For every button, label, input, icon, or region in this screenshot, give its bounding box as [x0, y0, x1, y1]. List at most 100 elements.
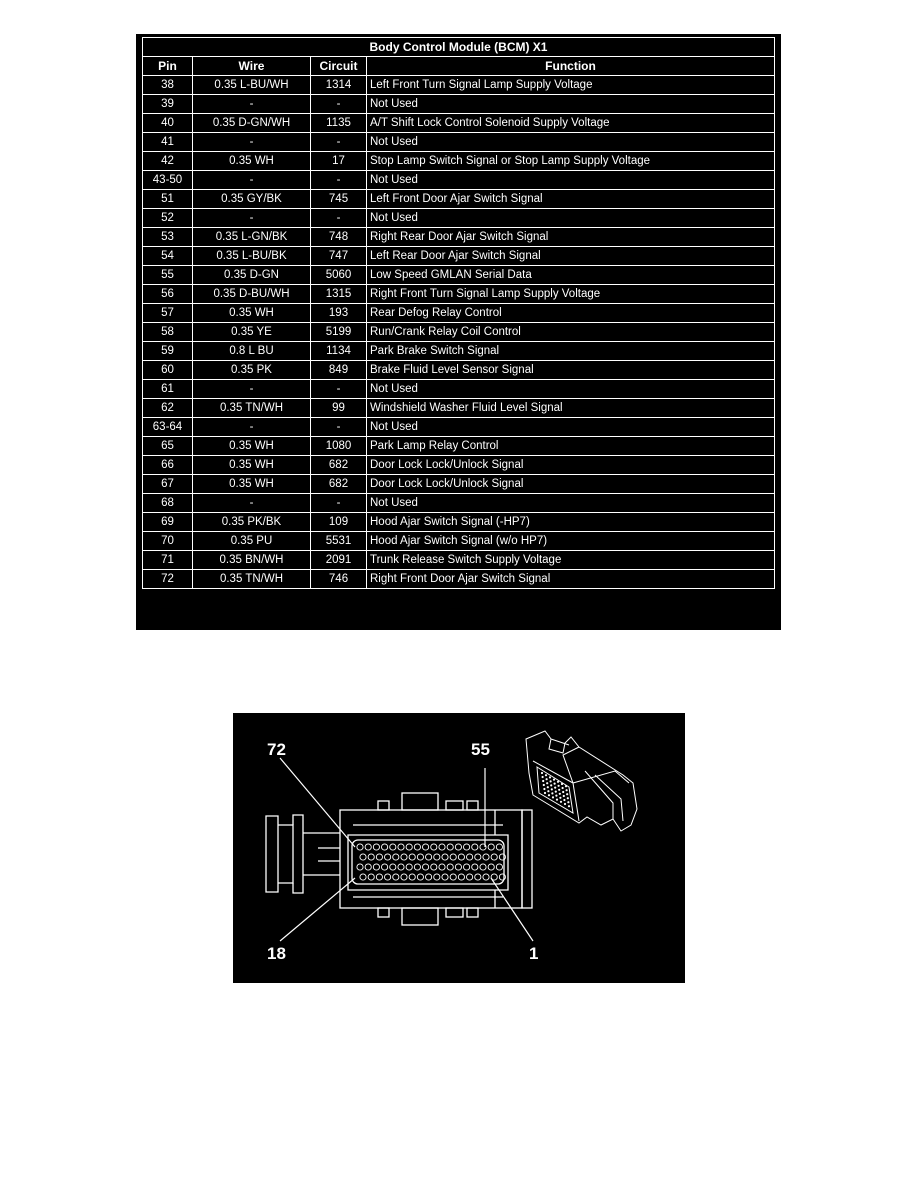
- inset-pin: [542, 783, 545, 787]
- cell-wire: 0.35 D-BU/WH: [192, 284, 311, 304]
- inset-pin: [557, 784, 560, 787]
- cell-function: Not Used: [366, 493, 775, 513]
- pin-cavity: [392, 873, 400, 881]
- pin-cavity: [433, 853, 441, 861]
- cell-wire: 0.35 L-BU/BK: [192, 246, 311, 266]
- pin-cavity: [438, 843, 446, 851]
- cell-pin: 43-50: [142, 170, 193, 190]
- pin-cavity: [405, 863, 413, 871]
- inset-pin: [552, 778, 556, 781]
- callout-pin-72: 72: [267, 740, 286, 759]
- pin-cavity: [381, 843, 389, 851]
- inset-pin: [554, 786, 557, 789]
- header-pin: Pin: [142, 56, 193, 76]
- cell-function: Brake Fluid Level Sensor Signal: [366, 360, 775, 380]
- pin-cavity: [413, 843, 421, 851]
- pin-cavity: [441, 853, 449, 861]
- table-row: 41--Not Used: [142, 132, 775, 152]
- cell-wire: 0.35 GY/BK: [192, 189, 311, 209]
- cell-circuit: -: [310, 132, 367, 152]
- pin-cavity: [389, 863, 397, 871]
- connector-pin-cavities: [356, 843, 506, 881]
- cell-function: Right Front Turn Signal Lamp Supply Volt…: [366, 284, 775, 304]
- cell-circuit: 2091: [310, 550, 367, 570]
- callout-pin-1: 1: [529, 944, 538, 963]
- cell-wire: 0.35 WH: [192, 303, 311, 323]
- inset-pin: [567, 801, 570, 804]
- header-function: Function: [366, 56, 775, 76]
- connector-end-view-diagram: 72 55 18 1: [233, 713, 685, 983]
- pin-cavity: [392, 853, 400, 861]
- inset-pin: [547, 794, 551, 797]
- pin-cavity: [490, 853, 498, 861]
- bcm-x1-table-frame: Body Control Module (BCM) X1 Pin Wire Ci…: [136, 34, 781, 630]
- pin-cavity: [487, 863, 495, 871]
- cell-circuit: -: [310, 493, 367, 513]
- cell-pin: 53: [142, 227, 193, 247]
- cell-wire: -: [192, 493, 311, 513]
- table-row: 39--Not Used: [142, 94, 775, 114]
- cell-function: Hood Ajar Switch Signal (w/o HP7): [366, 531, 775, 551]
- pin-cavity: [400, 853, 408, 861]
- pin-cavity: [425, 873, 433, 881]
- pin-cavity: [430, 863, 438, 871]
- header-circuit: Circuit: [310, 56, 367, 76]
- header-wire: Wire: [192, 56, 311, 76]
- inset-pin: [551, 796, 555, 799]
- inset-pin: [567, 805, 571, 808]
- pin-cavity: [482, 853, 490, 861]
- cell-circuit: 17: [310, 151, 367, 171]
- pin-cavity: [384, 873, 392, 881]
- cell-wire: 0.35 TN/WH: [192, 569, 311, 589]
- cell-wire: 0.35 BN/WH: [192, 550, 311, 570]
- cell-pin: 70: [142, 531, 193, 551]
- cell-wire: -: [192, 94, 311, 114]
- cell-function: Windshield Washer Fluid Level Signal: [366, 398, 775, 418]
- pin-cavity: [479, 863, 487, 871]
- pin-cavity: [384, 853, 392, 861]
- pin-cavity: [364, 843, 372, 851]
- cell-wire: 0.35 WH: [192, 474, 311, 494]
- cell-wire: 0.35 L-BU/WH: [192, 75, 311, 95]
- cell-wire: 0.35 PK/BK: [192, 512, 311, 532]
- cell-wire: -: [192, 417, 311, 437]
- cell-function: Not Used: [366, 132, 775, 152]
- cell-circuit: 745: [310, 189, 367, 209]
- cell-pin: 39: [142, 94, 193, 114]
- pin-cavity: [490, 873, 498, 881]
- pin-cavity: [466, 853, 474, 861]
- cell-pin: 42: [142, 151, 193, 171]
- pin-cavity: [408, 873, 416, 881]
- cell-function: Right Front Door Ajar Switch Signal: [366, 569, 775, 589]
- pin-cavity: [375, 853, 383, 861]
- bcm-x1-pinout-table: Body Control Module (BCM) X1 Pin Wire Ci…: [142, 37, 775, 589]
- pin-cavity: [457, 853, 465, 861]
- table-row: 68--Not Used: [142, 493, 775, 513]
- pin-cavity: [367, 853, 375, 861]
- cell-pin: 40: [142, 113, 193, 133]
- inset-pin: [560, 782, 564, 786]
- cell-pin: 51: [142, 189, 193, 209]
- cell-circuit: -: [310, 208, 367, 228]
- pin-cavity: [372, 843, 380, 851]
- cell-circuit: 99: [310, 398, 367, 418]
- cell-pin: 41: [142, 132, 193, 152]
- cell-circuit: 746: [310, 569, 367, 589]
- pin-cavity: [471, 843, 479, 851]
- cell-circuit: -: [310, 379, 367, 399]
- cell-pin: 62: [142, 398, 193, 418]
- inset-pin: [565, 789, 568, 792]
- cell-function: Hood Ajar Switch Signal (-HP7): [366, 512, 775, 532]
- cell-circuit: 682: [310, 455, 367, 475]
- cell-circuit: 1315: [310, 284, 367, 304]
- pin-cavity: [397, 843, 405, 851]
